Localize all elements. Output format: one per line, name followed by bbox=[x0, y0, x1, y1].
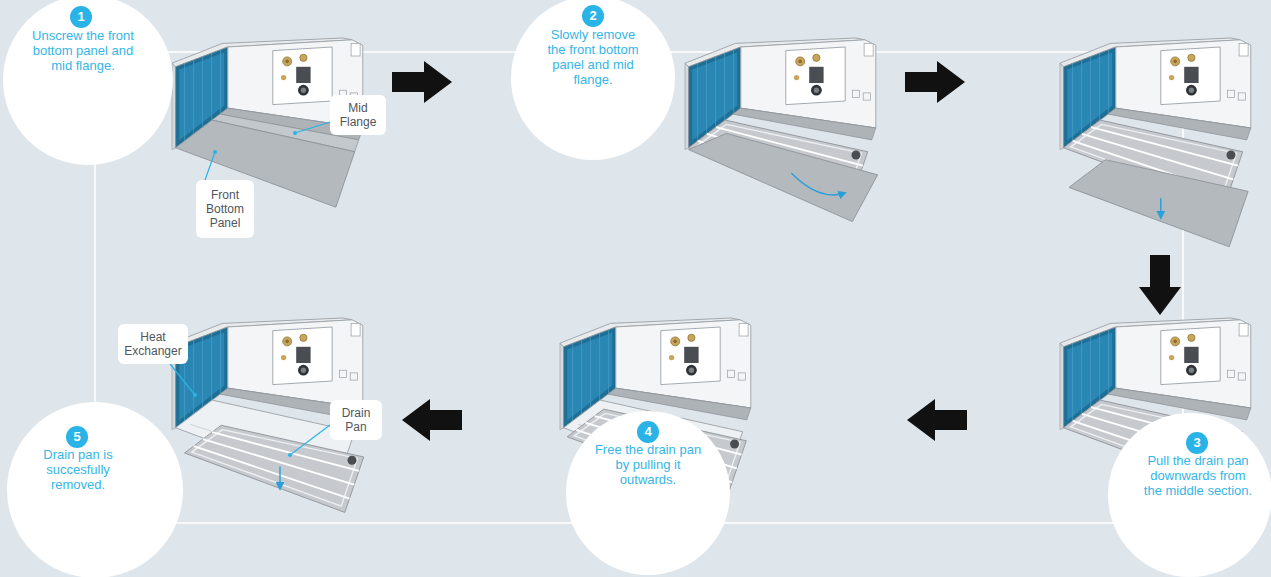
step-number: 4 bbox=[644, 425, 651, 439]
leader-line bbox=[295, 122, 330, 133]
step-text: Drain pan is succesfully removed. bbox=[33, 447, 123, 492]
leader-line bbox=[290, 425, 330, 455]
flow-arrow bbox=[905, 61, 965, 103]
step-text: Unscrew the front bottom panel and mid f… bbox=[28, 28, 138, 73]
step-number-badge: 1 bbox=[70, 6, 92, 28]
part-label: Front Bottom Panel bbox=[201, 188, 249, 230]
step-number: 2 bbox=[589, 9, 596, 23]
flow-arrow bbox=[392, 61, 452, 103]
step-number: 3 bbox=[1193, 436, 1200, 450]
step-text: Free the drain pan by pulling it outward… bbox=[594, 442, 702, 487]
step-number-badge: 2 bbox=[582, 5, 604, 27]
step-text: Pull the drain pan downwards from the mi… bbox=[1143, 453, 1253, 498]
part-label-box: Drain Pan bbox=[330, 400, 382, 440]
step-circle: Drain pan is succesfully removed. 5 bbox=[7, 402, 183, 577]
step-circle: Pull the drain pan downwards from the mi… bbox=[1108, 413, 1271, 577]
flow-arrow bbox=[1139, 255, 1181, 315]
motion-arrow bbox=[791, 173, 845, 195]
motion-arrow bbox=[1160, 198, 1161, 218]
front-bottom-panel bbox=[1069, 160, 1248, 247]
leader-dot bbox=[213, 150, 217, 154]
leader-line bbox=[170, 364, 195, 395]
step-circle: Unscrew the front bottom panel and mid f… bbox=[3, 0, 173, 165]
step-number: 5 bbox=[73, 430, 80, 444]
part-label-box: Front Bottom Panel bbox=[196, 180, 254, 238]
unit-illustration bbox=[685, 38, 878, 222]
step-circle: Free the drain pan by pulling it outward… bbox=[566, 411, 730, 575]
part-label: Mid Flange bbox=[335, 101, 381, 129]
part-label: Heat Exchanger bbox=[123, 330, 183, 358]
step-circle: Slowly remove the front bottom panel and… bbox=[511, 0, 675, 160]
step-number-badge: 4 bbox=[637, 421, 659, 443]
step-number-badge: 5 bbox=[66, 426, 88, 448]
unit-illustration bbox=[1060, 38, 1251, 247]
flow-arrow bbox=[907, 399, 967, 441]
flow-arrow bbox=[402, 399, 462, 441]
step-number-badge: 3 bbox=[1186, 432, 1208, 454]
part-label-box: Heat Exchanger bbox=[118, 324, 188, 364]
front-bottom-panel bbox=[689, 133, 878, 221]
step-number: 1 bbox=[77, 10, 84, 24]
leader-dot bbox=[193, 393, 197, 397]
leader-dot bbox=[293, 131, 297, 135]
step-text: Slowly remove the front bottom panel and… bbox=[543, 27, 643, 87]
leader-line bbox=[205, 152, 215, 180]
leader-dot bbox=[288, 453, 292, 457]
motion-arrow bbox=[279, 467, 280, 490]
part-label: Drain Pan bbox=[335, 406, 377, 434]
part-label-box: Mid Flange bbox=[330, 95, 386, 135]
